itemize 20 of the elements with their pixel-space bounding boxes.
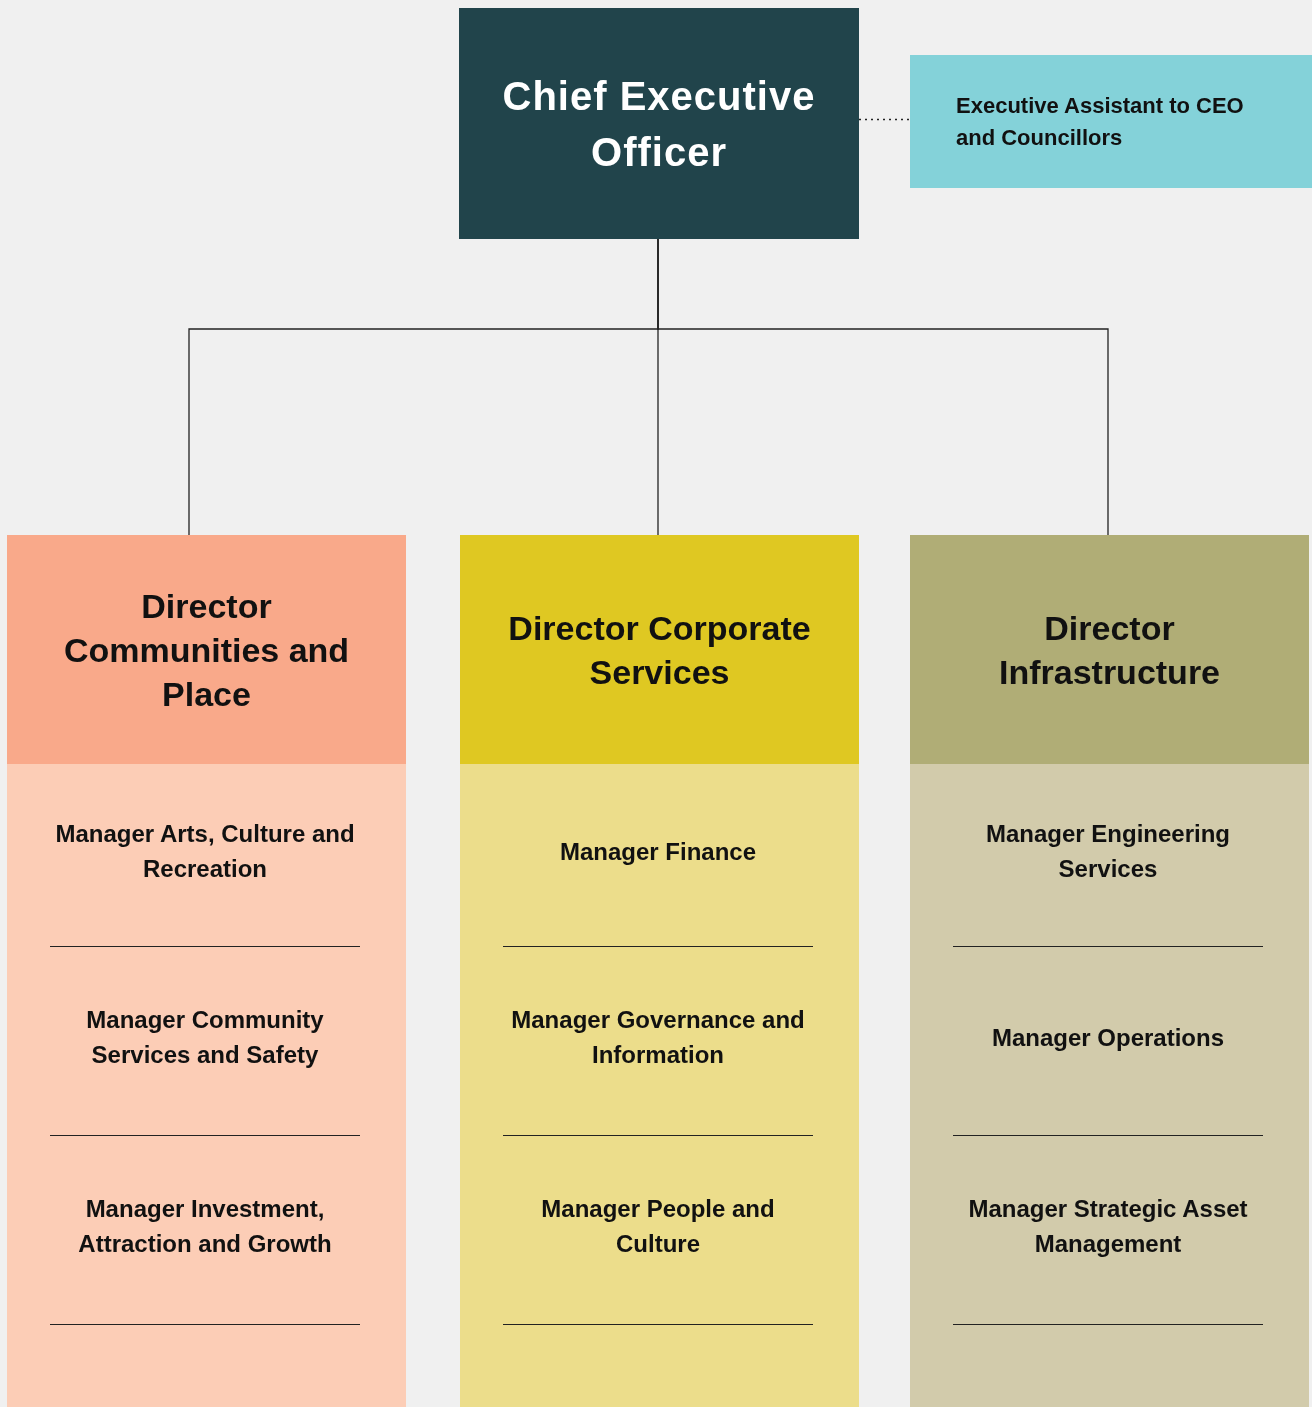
manager-title: Manager Engineering Services xyxy=(984,819,1231,884)
executive-box xyxy=(459,8,859,239)
manager-title: Manager Governance and Information xyxy=(510,1005,806,1070)
department-column xyxy=(910,535,1309,1407)
manager-title: Manager Investment, Attraction and Growth xyxy=(77,1194,333,1259)
node-title: Chief Executive Officer xyxy=(501,72,817,176)
department-column xyxy=(460,535,859,1407)
director-title: Director Communities and Place xyxy=(62,585,351,715)
director-title: Director Corporate Services xyxy=(507,607,812,693)
manager-title: Manager Arts, Culture and Recreation xyxy=(54,819,356,884)
director-title: Director Infrastructure xyxy=(997,607,1222,693)
manager-title: Manager People and Culture xyxy=(540,1194,776,1259)
assistant-box xyxy=(910,55,1312,188)
manager-title: Manager Community Services and Safety xyxy=(85,1005,325,1070)
manager-title: Manager Operations xyxy=(991,1022,1225,1053)
manager-title: Manager Strategic Asset Management xyxy=(967,1194,1249,1259)
connector-line xyxy=(657,238,1109,536)
node-title: Executive Assistant to CEO and Councillors xyxy=(956,91,1245,152)
manager-title: Manager Finance xyxy=(559,836,757,867)
department-column xyxy=(7,535,406,1407)
